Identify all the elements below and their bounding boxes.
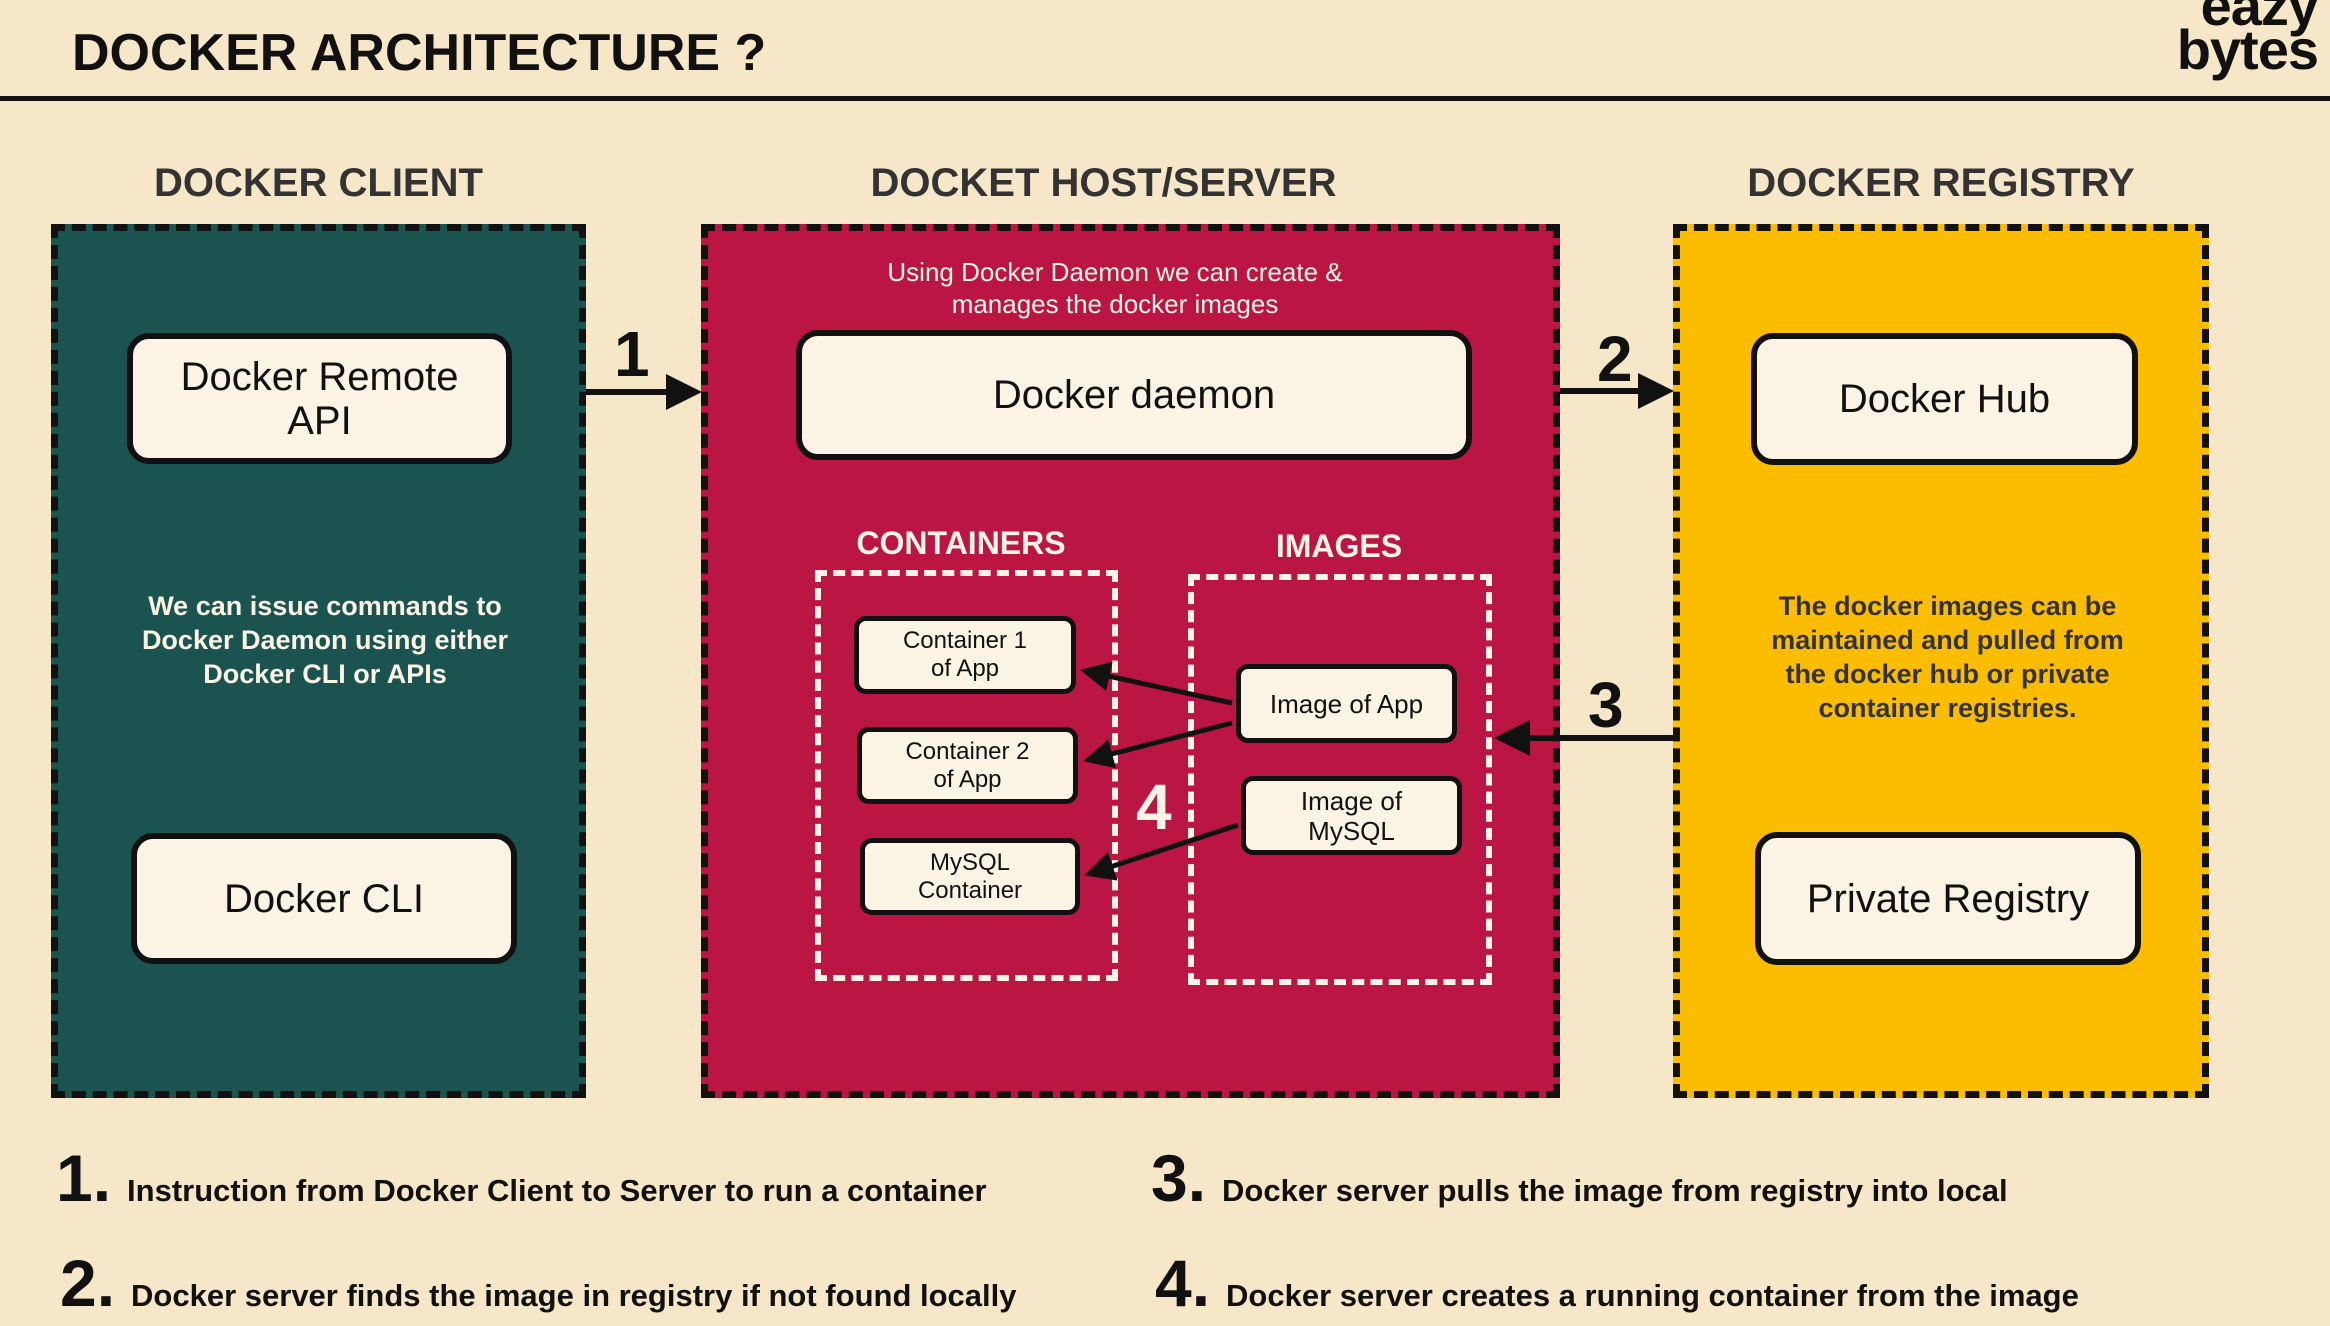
images-heading: IMAGES: [1275, 528, 1403, 564]
title-divider: [0, 96, 2330, 101]
arrow-mysql-image-to-container: [1084, 822, 1239, 881]
containers-group: [815, 570, 1118, 981]
private-registry-label: Private Registry: [1806, 876, 2090, 921]
legend-num-1: 1.: [56, 1141, 112, 1215]
step-label-4: 4: [1136, 771, 1172, 843]
docker-daemon-label: Docker daemon: [992, 373, 1276, 417]
containers-heading: CONTAINERS: [856, 525, 1066, 561]
container-1-box[interactable]: Container 1 of App: [854, 616, 1076, 694]
docker-hub-label: Docker Hub: [1838, 377, 2051, 421]
client-heading: DOCKER CLIENT: [154, 161, 483, 205]
image-of-app-box[interactable]: Image of App: [1236, 664, 1457, 743]
step-label-2: 2: [1597, 323, 1633, 395]
docker-remote-api-label: Docker Remote API: [180, 354, 459, 443]
image-of-mysql-label: Image of MySQL: [1300, 785, 1403, 846]
docker-remote-api-box[interactable]: Docker Remote API: [127, 333, 512, 464]
legend-text-3: Docker server pulls the image from regis…: [1222, 1173, 2008, 1208]
legend-item-4: 4. Docker server creates a running conta…: [1155, 1245, 2079, 1321]
legend-item-3: 3. Docker server pulls the image from re…: [1151, 1140, 2008, 1216]
arrow-image-to-container-2: [1083, 720, 1233, 769]
legend-text-1: Instruction from Docker Client to Server…: [127, 1173, 987, 1208]
legend-item-1: 1. Instruction from Docker Client to Ser…: [56, 1140, 987, 1216]
docker-daemon-box[interactable]: Docker daemon: [796, 330, 1472, 460]
mysql-container-box[interactable]: MySQL Container: [860, 838, 1080, 915]
legend-text-2: Docker server finds the image in registr…: [131, 1278, 1017, 1313]
registry-description: The docker images can be maintained and …: [1771, 591, 2124, 723]
private-registry-box[interactable]: Private Registry: [1755, 832, 2141, 965]
host-description: Using Docker Daemon we can create & mana…: [887, 257, 1343, 319]
host-heading: DOCKET HOST/SERVER: [870, 161, 1337, 205]
logo-line-1: eazy: [2200, 0, 2319, 37]
container-1-label: Container 1 of App: [902, 627, 1028, 682]
docker-cli-label: Docker CLI: [223, 876, 425, 921]
legend-item-2: 2. Docker server finds the image in regi…: [60, 1245, 1016, 1321]
page-title: DOCKER ARCHITECTURE ?: [72, 24, 767, 82]
image-of-mysql-box[interactable]: Image of MySQL: [1241, 776, 1462, 855]
legend-num-2: 2.: [60, 1246, 116, 1320]
step-label-3: 3: [1588, 669, 1624, 741]
image-of-app-label: Image of App: [1269, 688, 1424, 719]
arrow-image-to-container-1: [1080, 661, 1233, 706]
legend-num-3: 3.: [1151, 1141, 1207, 1215]
legend-text-4: Docker server creates a running containe…: [1226, 1278, 2079, 1313]
client-description: We can issue commands to Docker Daemon u…: [141, 591, 509, 689]
images-group: [1188, 574, 1492, 985]
legend-num-4: 4.: [1155, 1246, 1211, 1320]
registry-heading: DOCKER REGISTRY: [1747, 161, 2135, 205]
logo-line-2: bytes: [2176, 18, 2319, 81]
container-2-box[interactable]: Container 2 of App: [857, 727, 1078, 804]
mysql-container-label: MySQL Container: [917, 848, 1023, 904]
brand-logo: eazy bytes: [2176, 0, 2319, 81]
step-label-1: 1: [614, 318, 650, 390]
docker-cli-box[interactable]: Docker CLI: [131, 833, 517, 964]
docker-hub-box[interactable]: Docker Hub: [1751, 333, 2138, 465]
container-2-label: Container 2 of App: [905, 737, 1030, 793]
